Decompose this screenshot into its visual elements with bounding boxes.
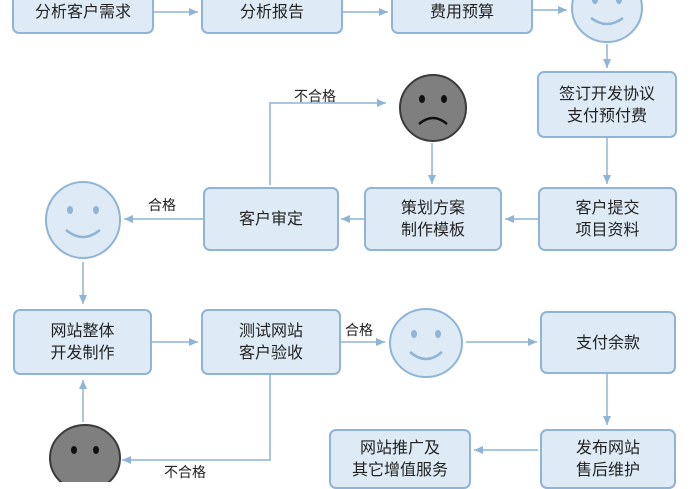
step-release-maintenance-line1: 发布网站 — [575, 438, 640, 457]
step-promotion-services: 网站推广及 其它增值服务 — [329, 429, 471, 489]
happy-face-icon — [571, 0, 643, 43]
step-sign-agreement: 签订开发协议 支付预付费 — [537, 71, 677, 138]
step-site-development-line2: 开发制作 — [50, 343, 115, 362]
test-pass-label: 合格 — [345, 323, 373, 339]
flow-connectors — [79, 6, 611, 464]
step-test-acceptance-line1: 测试网站 — [238, 321, 303, 340]
step-analyze-needs-label: 分析客户需求 — [34, 2, 131, 21]
step-submit-materials: 客户提交 项目资料 — [538, 187, 677, 251]
step-sign-agreement-line2: 支付预付费 — [566, 105, 647, 125]
sad-face-icon — [399, 74, 467, 142]
step-plan-template: 策划方案 制作模板 — [364, 187, 502, 251]
step-pay-balance: 支付余款 — [540, 311, 676, 374]
step-plan-template-line1: 策划方案 — [400, 198, 465, 217]
arrow-review-fail-loop — [269, 99, 386, 185]
step-submit-materials-line2: 项目资料 — [575, 220, 640, 239]
step-test-acceptance: 测试网站 客户验收 — [201, 309, 341, 375]
step-sign-agreement-line1: 签订开发协议 — [558, 83, 655, 103]
step-pay-balance-label: 支付余款 — [575, 332, 640, 352]
step-promotion-services-line2: 其它增值服务 — [351, 460, 448, 479]
step-customer-review-label: 客户审定 — [238, 209, 303, 228]
sad-face-icon — [49, 424, 121, 482]
happy-face-icon — [389, 308, 463, 378]
step-plan-template-line2: 制作模板 — [400, 220, 465, 239]
step-test-acceptance-line2: 客户验收 — [238, 343, 303, 362]
step-cost-budget-label: 费用预算 — [429, 2, 494, 21]
step-site-development-line1: 网站整体 — [50, 321, 115, 340]
step-analyze-needs: 分析客户需求 — [12, 0, 154, 34]
review-pass-label: 合格 — [148, 198, 176, 214]
step-analysis-report: 分析报告 — [201, 0, 343, 34]
step-submit-materials-line1: 客户提交 — [575, 198, 640, 217]
step-release-maintenance-line2: 售后维护 — [575, 460, 640, 479]
step-cost-budget: 费用预算 — [391, 0, 533, 34]
step-site-development: 网站整体 开发制作 — [13, 309, 152, 375]
arrow-test-fail-loop — [122, 374, 271, 464]
test-fail-label: 不合格 — [164, 465, 206, 481]
happy-face-icon — [45, 181, 121, 259]
step-analysis-report-label: 分析报告 — [239, 2, 304, 21]
step-promotion-services-line1: 网站推广及 — [359, 438, 440, 457]
step-customer-review: 客户审定 — [203, 187, 339, 251]
review-fail-label: 不合格 — [294, 89, 336, 105]
step-release-maintenance: 发布网站 售后维护 — [540, 429, 676, 489]
